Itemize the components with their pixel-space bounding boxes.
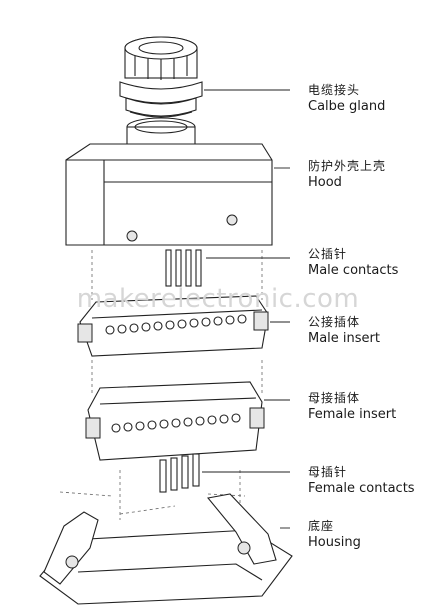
housing — [39, 493, 293, 605]
label-male-contacts-zh: 公插针 — [308, 247, 348, 261]
label-housing-zh: 底座 — [308, 519, 335, 533]
male-insert — [77, 295, 269, 357]
label-cable-gland-en: Calbe gland — [308, 99, 386, 114]
label-female-insert: 母接插体 Female insert — [308, 390, 434, 423]
label-male-contacts-en: Male contacts — [308, 263, 399, 278]
label-female-contacts-en: Female contacts — [308, 481, 415, 496]
label-male-insert: 公接插体 Male insert — [308, 314, 434, 347]
label-female-insert-en: Female insert — [308, 407, 397, 422]
leader-lines — [202, 89, 290, 529]
label-male-insert-en: Male insert — [308, 331, 380, 346]
female-insert — [85, 381, 265, 461]
cable-gland — [119, 36, 203, 118]
label-hood: 防护外壳上壳 Hood — [308, 158, 434, 191]
label-hood-zh: 防护外壳上壳 — [308, 159, 387, 173]
female-contacts — [159, 453, 200, 493]
label-cable-gland-zh: 电缆接头 — [308, 83, 361, 97]
label-cable-gland: 电缆接头 Calbe gland — [308, 82, 434, 115]
watermark-text: makerelectronic.com — [76, 284, 360, 314]
male-contacts — [165, 249, 202, 287]
hood — [65, 117, 273, 246]
label-male-contacts: 公插针 Male contacts — [308, 246, 434, 279]
label-female-contacts: 母插针 Female contacts — [308, 464, 434, 497]
label-female-contacts-zh: 母插针 — [308, 465, 348, 479]
label-housing-en: Housing — [308, 535, 361, 550]
label-hood-en: Hood — [308, 175, 342, 190]
label-female-insert-zh: 母接插体 — [308, 391, 361, 405]
label-housing: 底座 Housing — [308, 518, 434, 551]
label-male-insert-zh: 公接插体 — [308, 315, 361, 329]
